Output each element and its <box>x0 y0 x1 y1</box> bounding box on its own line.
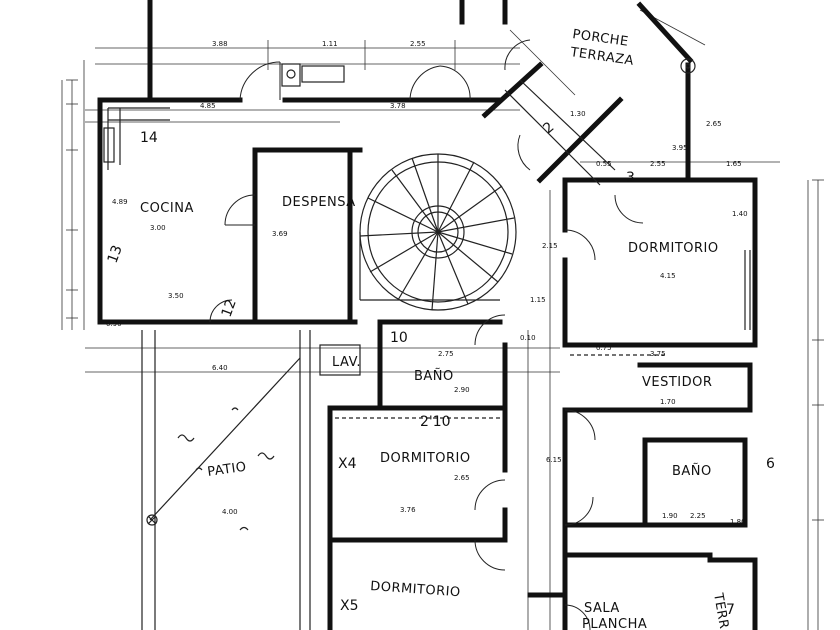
marker-7: 7 <box>726 602 735 618</box>
dim-label: 4.89 <box>112 198 128 206</box>
marker-13: 13 <box>105 243 126 265</box>
dim-label: 3.95 <box>672 144 688 152</box>
dim-label: 2.55 <box>410 40 426 48</box>
dim-label: 2.65 <box>706 120 722 128</box>
lav-label: LAV. <box>332 355 361 370</box>
room-number-markers: 14 13 12 3 2 10 2'10 X4 X5 6 7 LAV. <box>105 119 775 618</box>
fixtures <box>103 58 751 630</box>
dim-label: 3.75 <box>650 350 666 358</box>
bano-1-label: BAÑO <box>414 368 454 384</box>
dim-label: 0.10 <box>520 334 536 342</box>
dimension-labels: 3.88 1.11 2.55 4.85 3.78 4.89 3.69 3.50 … <box>106 40 748 526</box>
dim-label: 0.75 <box>596 344 612 352</box>
despensa-label: DESPENSA <box>282 195 356 210</box>
dim-label: 2.55 <box>650 160 666 168</box>
terr-label: TERR. <box>710 591 732 630</box>
dim-label: 2.15 <box>542 242 558 250</box>
dim-label: 1.15 <box>530 296 546 304</box>
dim-label: 4.85 <box>200 102 216 110</box>
marker-5: X5 <box>340 598 359 614</box>
dim-label: 1.80 <box>730 518 746 526</box>
dim-label: 1.65 <box>726 160 742 168</box>
dim-label: 2.75 <box>438 350 454 358</box>
marker-10: 10 <box>390 330 408 346</box>
patio-sketch-marks <box>177 407 275 531</box>
sala-label: SALA <box>584 601 620 616</box>
marker-4: X4 <box>338 456 357 472</box>
cocina-label: COCINA <box>140 201 194 216</box>
patio-label: PATIO <box>206 460 247 480</box>
bano-2-label: BAÑO <box>672 463 712 479</box>
dim-label: 4.15 <box>660 272 676 280</box>
dim-label: 1.90 <box>662 512 678 520</box>
dim-label: 2.90 <box>454 386 470 394</box>
dim-label: 6.40 <box>212 364 228 372</box>
marker-14: 14 <box>140 130 158 146</box>
dim-label: 1.30 <box>570 110 586 118</box>
walls <box>97 0 758 630</box>
dim-label: 1.70 <box>660 398 676 406</box>
dim-label: 2.65 <box>454 474 470 482</box>
dim-label: 3.00 <box>150 224 166 232</box>
dormitorio-2-label: DORMITORIO <box>380 451 471 466</box>
dim-label: 2.25 <box>690 512 706 520</box>
plancha-label: PLANCHA <box>582 617 647 630</box>
doors <box>209 39 644 630</box>
dim-label: 3.50 <box>168 292 184 300</box>
dim-label: 6.15 <box>546 456 562 464</box>
dim-label: 1.40 <box>732 210 748 218</box>
dim-label: 3.78 <box>390 102 406 110</box>
marker-2-10: 2'10 <box>420 414 451 430</box>
marker-2: 2 <box>540 119 557 137</box>
spiral-staircase <box>359 153 517 311</box>
marker-3: 3 <box>626 170 635 186</box>
dim-label: 0.55 <box>596 160 612 168</box>
dormitorio-3-label: DORMITORIO <box>370 579 461 600</box>
dim-label: 1.11 <box>322 40 338 48</box>
dim-label: 3.88 <box>212 40 228 48</box>
dormitorio-1-label: DORMITORIO <box>628 241 719 256</box>
marker-6: 6 <box>766 456 775 472</box>
dim-label: 3.76 <box>400 506 416 514</box>
dim-label: 4.00 <box>222 508 238 516</box>
marker-12: 12 <box>219 297 240 319</box>
dim-label: 3.69 <box>272 230 288 238</box>
dim-label: 0.90 <box>106 320 122 328</box>
vestidor-label: VESTIDOR <box>642 375 712 390</box>
